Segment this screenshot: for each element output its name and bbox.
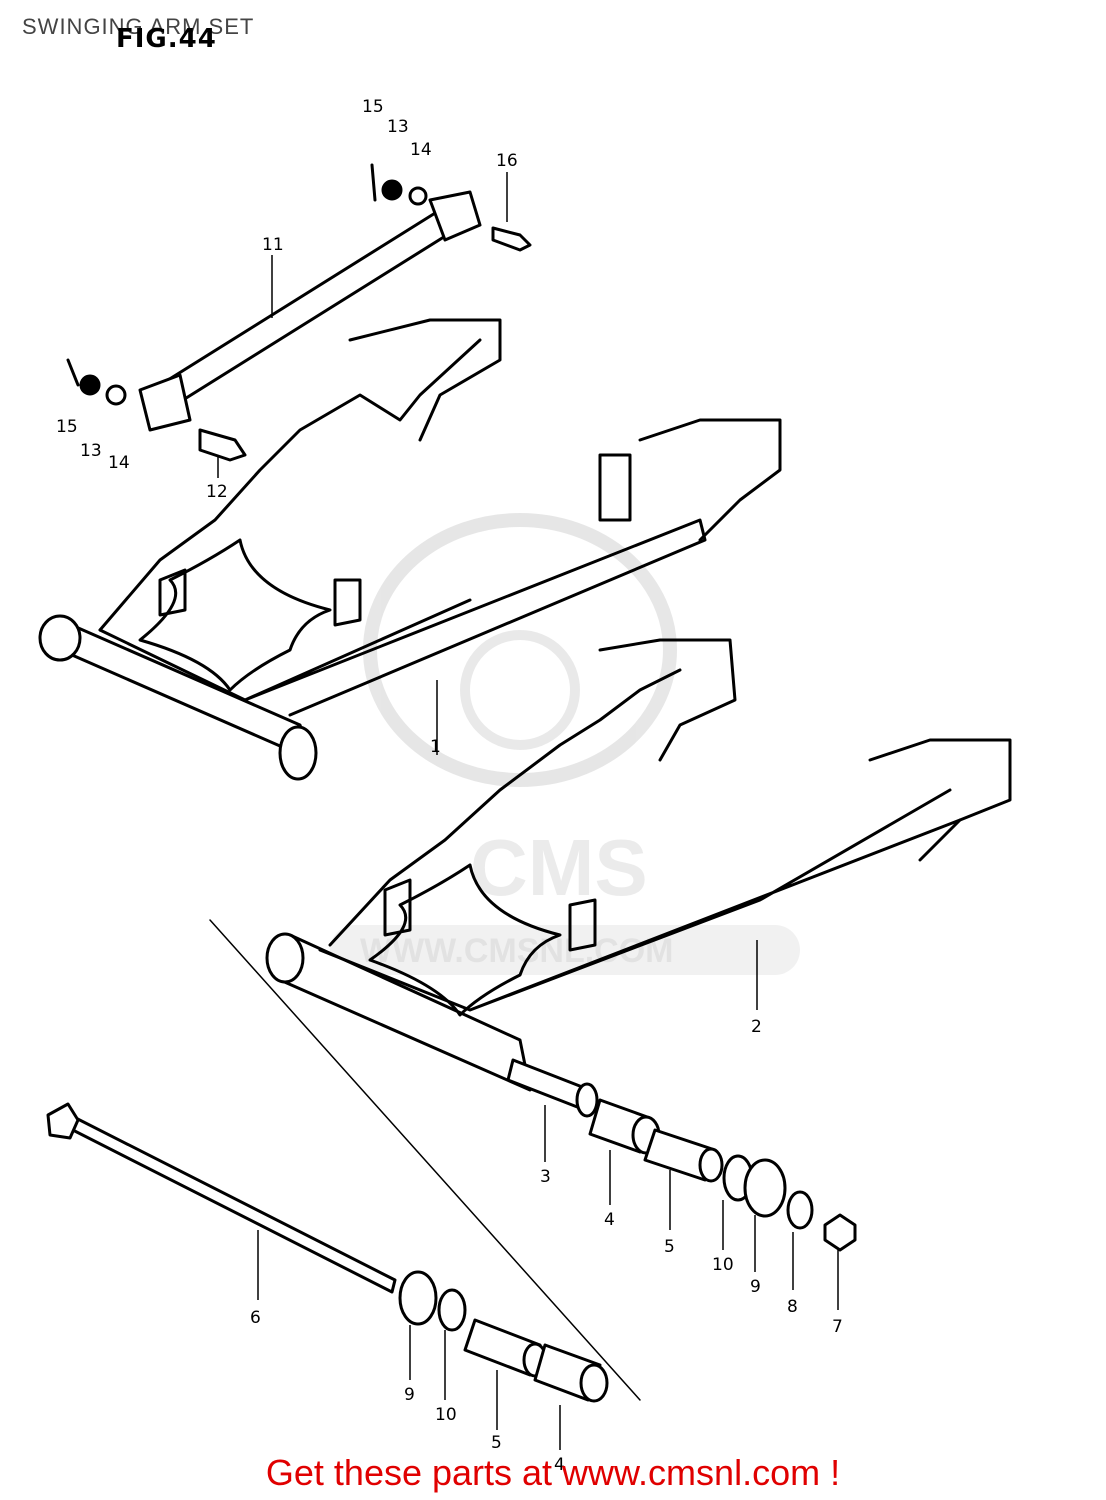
callout-1: 1 bbox=[430, 737, 441, 757]
watermark: CMS WWW.CMSNL.COM bbox=[330, 513, 800, 975]
callout-7: 7 bbox=[832, 1317, 843, 1337]
bushing-sleeve-upper bbox=[506, 1058, 599, 1118]
page-title: SWINGING ARM SET bbox=[22, 14, 255, 39]
callout-10: 10 bbox=[712, 1255, 734, 1275]
callout-15-left: 15 bbox=[56, 417, 78, 437]
callout-2: 2 bbox=[751, 1017, 762, 1037]
callout-3: 3 bbox=[540, 1167, 551, 1187]
callout-8: 8 bbox=[787, 1297, 798, 1317]
callout-10-lower: 10 bbox=[435, 1405, 457, 1425]
callout-5: 5 bbox=[664, 1237, 675, 1257]
callout-14-left: 14 bbox=[108, 453, 130, 473]
callout-13-left: 13 bbox=[80, 441, 102, 461]
callout-5-lower: 5 bbox=[491, 1433, 502, 1453]
callout-15-top: 15 bbox=[362, 97, 384, 117]
rod-hardware-top bbox=[370, 163, 532, 252]
washer-thrust-lower bbox=[398, 1270, 438, 1326]
pivot-shaft bbox=[46, 1102, 397, 1294]
washer-upper bbox=[786, 1190, 814, 1230]
callout-13-top: 13 bbox=[387, 117, 409, 137]
part-callouts: 1 2 3 4 5 6 7 8 9 10 9 10 5 4 11 12 13 1… bbox=[56, 97, 843, 1475]
nut bbox=[823, 1213, 857, 1252]
torque-rod bbox=[138, 190, 482, 432]
callout-4-lower: 4 bbox=[554, 1455, 565, 1475]
swinging-arm-lower bbox=[265, 638, 1012, 1092]
rod-hardware-left bbox=[66, 358, 247, 462]
watermark-logo-text: CMS bbox=[470, 823, 648, 912]
leader-lines bbox=[217, 172, 839, 1450]
callout-6: 6 bbox=[250, 1308, 261, 1328]
callout-14-top: 14 bbox=[410, 140, 432, 160]
assembly-guide-line bbox=[209, 919, 641, 1401]
callout-11: 11 bbox=[262, 235, 284, 255]
footer-link-text[interactable]: Get these parts at www.cmsnl.com ! bbox=[265, 1452, 841, 1493]
seal-lower bbox=[437, 1288, 467, 1332]
callout-9: 9 bbox=[750, 1277, 761, 1297]
washer-thrust-upper bbox=[743, 1158, 787, 1218]
callout-16: 16 bbox=[496, 151, 518, 171]
swinging-arm-upper bbox=[38, 318, 782, 781]
callout-12: 12 bbox=[206, 482, 228, 502]
callout-4: 4 bbox=[604, 1210, 615, 1230]
bearing-lower bbox=[533, 1343, 609, 1403]
figure-number: FIG.44 bbox=[116, 24, 217, 54]
spacer-upper bbox=[643, 1128, 724, 1183]
spacer-lower bbox=[463, 1318, 548, 1378]
callout-9-lower: 9 bbox=[404, 1385, 415, 1405]
